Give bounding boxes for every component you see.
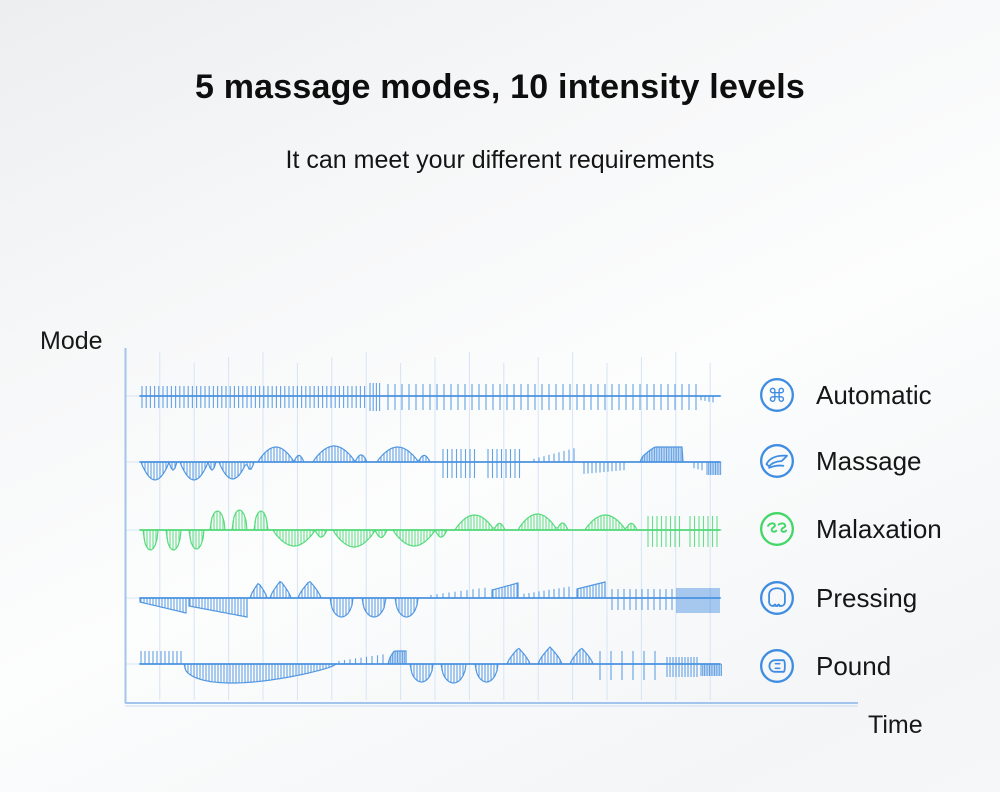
legend-row-massage: Massage [758, 442, 922, 480]
mode-legend: ⌘ Automatic Massage Malaxation [758, 0, 998, 792]
waveform-row-massage [139, 445, 722, 481]
knead-icon [760, 512, 794, 546]
waveform-row-pound [139, 646, 722, 684]
page-subtitle: It can meet your different requirements [285, 146, 715, 174]
legend-row-malaxation: Malaxation [758, 510, 942, 548]
waveform-row-malaxation [139, 509, 721, 551]
legend-label-malaxation: Malaxation [816, 513, 942, 544]
legend-label-pound: Pound [816, 650, 892, 681]
time-axis-label: Time [868, 711, 923, 739]
chart-axes [124, 348, 858, 707]
press-hand-icon [760, 581, 794, 615]
legend-row-pressing: Pressing [758, 579, 917, 617]
waveform-row-automatic [139, 383, 721, 411]
svg-text:⌘: ⌘ [768, 385, 787, 407]
waveform-row-pressing [139, 580, 721, 618]
page-title: 5 massage modes, 10 intensity levels [194, 68, 806, 106]
command-icon: ⌘ [760, 378, 794, 412]
mode-axis-label: Mode [40, 327, 103, 355]
fist-icon [760, 649, 794, 683]
legend-label-automatic: Automatic [816, 379, 932, 410]
legend-label-massage: Massage [816, 445, 922, 476]
hand-glide-icon [760, 444, 794, 478]
legend-label-pressing: Pressing [816, 582, 918, 613]
legend-row-automatic: ⌘ Automatic [758, 376, 932, 414]
legend-row-pound: Pound [758, 647, 891, 685]
